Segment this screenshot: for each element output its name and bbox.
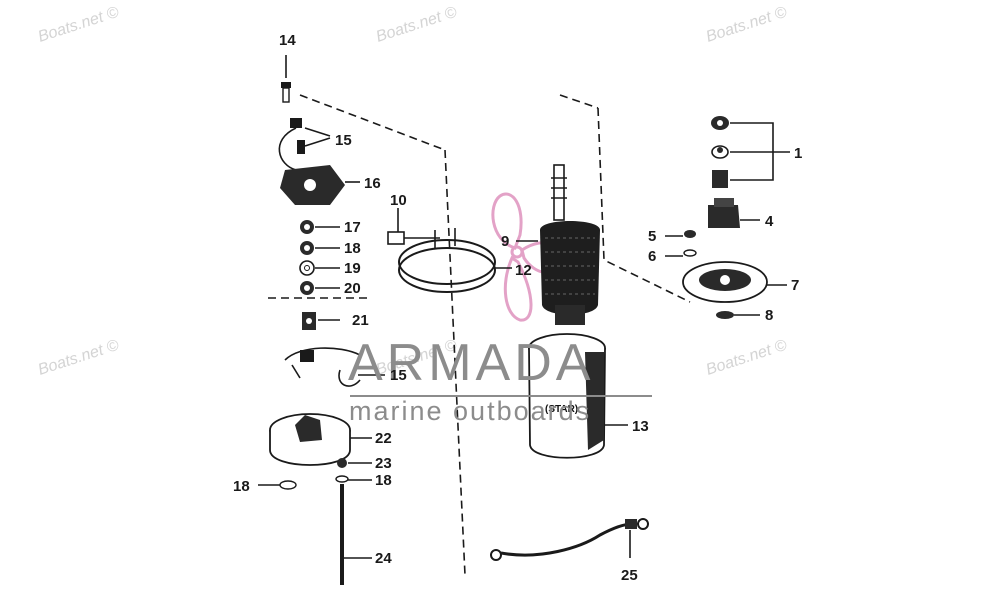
brand-tagline: marine outboards xyxy=(349,396,591,426)
right-parts xyxy=(665,116,790,319)
callout-1: 1 xyxy=(794,145,802,162)
callout-22: 22 xyxy=(375,430,392,447)
watermark-text: Boats.net © xyxy=(36,337,121,379)
watermark-text: Boats.net © xyxy=(374,4,459,46)
callout-10: 10 xyxy=(390,192,407,209)
end-cap-16 xyxy=(280,165,360,205)
callout-5: 5 xyxy=(648,228,656,245)
cable-25 xyxy=(490,518,649,561)
callout-19: 19 xyxy=(344,260,361,277)
callout-24: 24 xyxy=(375,550,392,567)
callout-labels: 14 15 16 10 17 18 19 20 21 15 22 23 18 1… xyxy=(233,32,802,584)
watermarks: Boats.net © Boats.net © Boats.net © Boat… xyxy=(36,4,789,379)
brush-lead-15 xyxy=(284,347,385,387)
callout-13: 13 xyxy=(632,418,649,435)
watermark-text: Boats.net © xyxy=(704,4,789,46)
callout-6: 6 xyxy=(648,248,656,265)
housing-22 xyxy=(269,413,372,466)
rod-24 xyxy=(258,458,372,585)
callout-25: 25 xyxy=(621,567,638,584)
clamp-band-12 xyxy=(387,208,512,293)
brand-name: ARMADA xyxy=(348,334,594,392)
callout-7: 7 xyxy=(791,277,799,294)
callout-16: 16 xyxy=(364,175,381,192)
callout-18b: 18 xyxy=(233,478,250,495)
callout-15b: 15 xyxy=(390,367,407,384)
callout-14: 14 xyxy=(279,32,296,49)
terminal-21 xyxy=(302,312,340,330)
callout-18: 18 xyxy=(344,240,361,257)
callout-9: 9 xyxy=(501,233,509,250)
callout-17: 17 xyxy=(344,219,361,236)
bolt-14 xyxy=(281,55,291,103)
alignment-lines xyxy=(268,94,691,576)
frame-13: (STAR) xyxy=(528,333,628,459)
callout-21: 21 xyxy=(352,312,369,329)
callout-23: 23 xyxy=(375,455,392,472)
callout-12: 12 xyxy=(515,262,532,279)
callout-15: 15 xyxy=(335,132,352,149)
star-label: (STAR) xyxy=(545,404,578,415)
brand-watermark: ARMADA marine outboards xyxy=(348,334,652,426)
callout-8: 8 xyxy=(765,307,773,324)
callout-20: 20 xyxy=(344,280,361,297)
callout-4: 4 xyxy=(765,213,774,230)
callout-18c: 18 xyxy=(375,472,392,489)
watermark-text: Boats.net © xyxy=(704,337,789,379)
brush-15 xyxy=(278,118,331,171)
small-hardware xyxy=(299,220,340,295)
watermark-text: Boats.net © xyxy=(36,4,121,46)
armature-9 xyxy=(516,164,600,325)
